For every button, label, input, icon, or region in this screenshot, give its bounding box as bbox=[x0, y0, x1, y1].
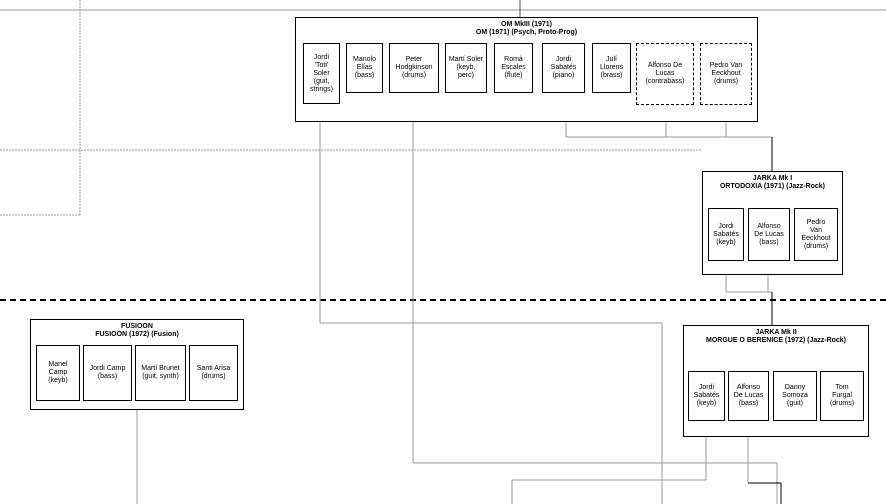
member-box: Tom Furgal (drums) bbox=[820, 371, 864, 421]
member-box-dashed: Alfonso De Lucas (contrabass) bbox=[636, 43, 694, 105]
member-box: Jordi Sabatés (keyb) bbox=[708, 208, 744, 261]
member-box: Peter Hodgkinson (drums) bbox=[389, 43, 439, 93]
member-box: Jordi 'Toti' Soler (guit, strings) bbox=[303, 43, 340, 104]
member-box-dashed: Pedro Van Eeckhout (drums) bbox=[700, 43, 752, 105]
member-box: Manel Camp (keyb) bbox=[36, 345, 80, 401]
group-title: FUSIOON FUSIOON (1972) (Fusion) bbox=[95, 323, 179, 338]
member-box: Santi Arisa (drums) bbox=[189, 345, 238, 401]
group-title: JARKA Mk I ORTODOXIA (1971) (Jazz-Rock) bbox=[719, 175, 826, 190]
member-box: Martí Soler (keyb, perc) bbox=[445, 43, 487, 93]
member-box: Alfonso De Lucas (bass) bbox=[728, 371, 769, 421]
member-box: Manolo Elías (bass) bbox=[346, 43, 383, 93]
member-box: Jordi Sabatés (keyb) bbox=[688, 371, 725, 421]
member-box: Alfonso De Lucas (bass) bbox=[748, 208, 790, 261]
member-box: Danny Somoza (guit) bbox=[773, 371, 817, 421]
group-om-mk3: OM MkIII (1971) OM (1971) (Psych, Proto-… bbox=[295, 17, 758, 122]
group-title: OM MkIII (1971) OM (1971) (Psych, Proto-… bbox=[475, 21, 578, 36]
member-box: Jordi Sabatés (piano) bbox=[542, 43, 585, 93]
member-box: Romà Escales (flute) bbox=[494, 43, 533, 93]
group-title: JARKA Mk II MORGUE O BERENICE (1972) (Ja… bbox=[705, 329, 847, 344]
member-box: Martí Brunet (guit, synth) bbox=[135, 345, 186, 401]
member-box: Jordi Camp (bass) bbox=[83, 345, 132, 401]
member-box: Julí Llorens (brass) bbox=[592, 43, 631, 93]
group-jarka-mk1: JARKA Mk I ORTODOXIA (1971) (Jazz-Rock) … bbox=[702, 171, 843, 275]
member-box: Pedro Van Eeckhout (drums) bbox=[794, 208, 838, 261]
group-jarka-mk2: JARKA Mk II MORGUE O BERENICE (1972) (Ja… bbox=[683, 325, 869, 437]
group-fusioon: FUSIOON FUSIOON (1972) (Fusion) Manel Ca… bbox=[30, 319, 244, 410]
